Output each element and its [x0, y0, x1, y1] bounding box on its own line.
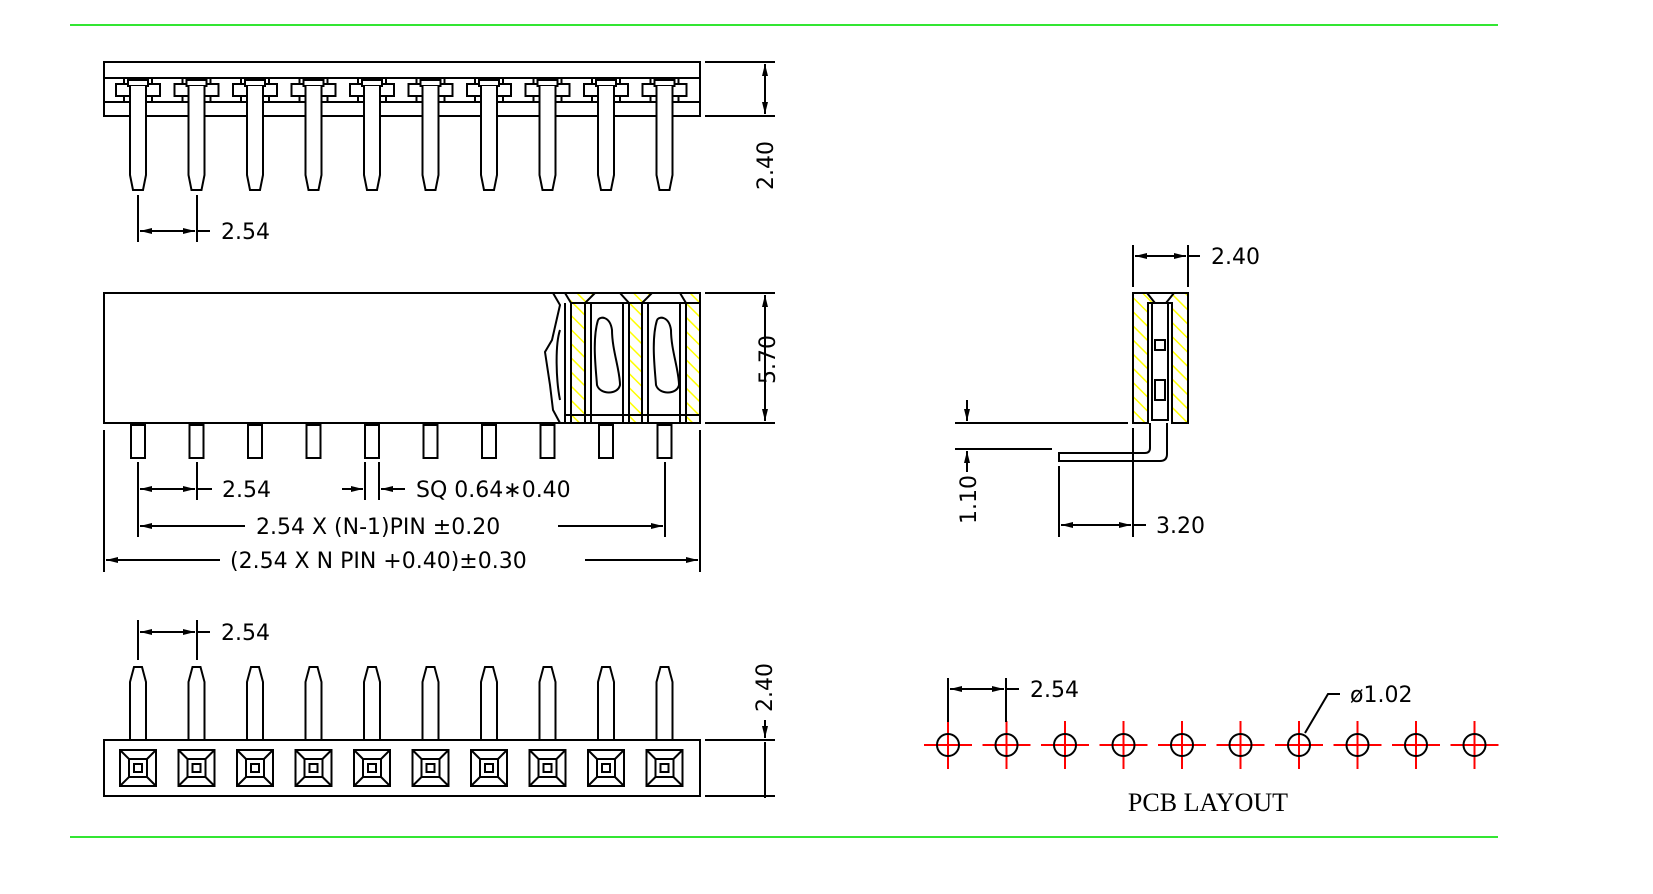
front-pin	[481, 424, 497, 459]
front-pin	[305, 424, 322, 459]
front-pin	[598, 424, 614, 459]
span-dimension: 2.54 X (N-1)PIN ±0.20	[256, 515, 500, 540]
bottom-pin	[187, 666, 206, 740]
cutaway-section	[543, 292, 701, 424]
top-pin	[115, 77, 161, 191]
pcb-hole	[924, 721, 972, 769]
square-pad	[587, 749, 625, 787]
top-pin	[641, 77, 688, 191]
pcb-hole	[982, 721, 1031, 769]
front-body	[103, 292, 701, 424]
top-pin	[173, 77, 220, 191]
pcb-hole	[1216, 721, 1265, 769]
top-height-dimension: 2.40	[754, 141, 779, 190]
side-offset-dimension: 1.10	[957, 475, 982, 524]
pcb-hole	[1275, 721, 1323, 769]
pcb-hole	[1099, 721, 1148, 769]
pin-size-dimension: SQ 0.64∗0.40	[416, 478, 571, 503]
bottom-pin	[597, 666, 615, 740]
square-pad	[411, 749, 450, 787]
bottom-pin	[538, 666, 557, 740]
top-pin	[466, 77, 512, 191]
bottom-pin	[246, 666, 264, 740]
hole-diameter-label: ø1.02	[1350, 683, 1412, 708]
square-pad	[294, 749, 333, 787]
front-pin	[539, 424, 556, 459]
length-dimension: (2.54 X N PIN +0.40)±0.30	[230, 549, 527, 574]
bottom-pin	[421, 666, 440, 740]
bottom-pitch-dimension: 2.54	[221, 621, 270, 646]
pcb-layout-title: PCB LAYOUT	[1128, 788, 1288, 817]
top-pin	[524, 77, 571, 191]
bottom-body	[103, 739, 701, 797]
bottom-view: 2.54 2.40	[103, 620, 778, 798]
bottom-pin	[304, 666, 323, 740]
square-pad	[645, 749, 684, 787]
square-pad	[177, 749, 216, 787]
bottom-pin	[363, 666, 381, 740]
front-pin	[422, 424, 439, 459]
front-pin	[247, 424, 263, 459]
bottom-height-dimension: 2.40	[753, 663, 778, 712]
top-pin	[583, 77, 629, 191]
pcb-hole	[1333, 721, 1382, 769]
pcb-hole	[1392, 721, 1440, 769]
front-pin	[130, 424, 146, 459]
side-leg-dimension: 3.20	[1156, 514, 1205, 539]
top-pin	[290, 77, 337, 191]
side-width-dimension: 2.40	[1211, 245, 1260, 270]
top-body	[103, 61, 701, 117]
pcb-pitch-dimension: 2.54	[1030, 678, 1079, 703]
front-pin	[364, 424, 380, 459]
front-height-dimension: 5.70	[756, 335, 781, 384]
bottom-pin	[129, 666, 147, 740]
front-pin	[656, 424, 673, 459]
pcb-layout: 2.54 ø1.02 PCB LAYOUT	[924, 678, 1499, 817]
square-pad	[528, 749, 567, 787]
bottom-pin	[480, 666, 498, 740]
top-pin	[407, 77, 454, 191]
top-pin	[349, 77, 395, 191]
top-pin	[232, 77, 278, 191]
top-pitch-dimension: 2.54	[221, 220, 270, 245]
side-view: 2.40 1.10 3.20	[955, 245, 1260, 539]
top-view: 2.40 2.54	[103, 61, 779, 245]
front-pin	[188, 424, 205, 459]
front-pitch-dimension: 2.54	[222, 478, 271, 503]
square-pad	[353, 749, 391, 787]
bottom-pin	[655, 666, 674, 740]
pcb-hole	[1041, 721, 1089, 769]
square-pad	[236, 749, 274, 787]
pcb-hole	[1158, 721, 1206, 769]
square-pad	[470, 749, 508, 787]
square-pad	[119, 749, 157, 787]
pcb-hole	[1450, 721, 1499, 769]
front-view: 5.70 2.54 SQ 0.64∗0.40 2.54 X (N-1)PIN ±…	[103, 292, 781, 574]
